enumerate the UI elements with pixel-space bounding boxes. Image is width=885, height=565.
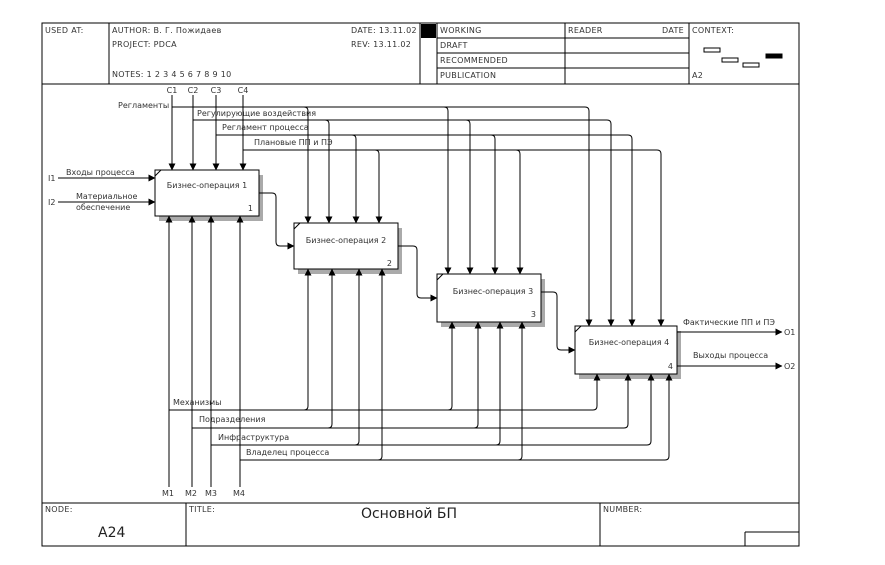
mechanism-m3-label: Инфраструктура	[218, 433, 289, 442]
used-at-label: USED AT:	[45, 26, 84, 35]
rev-field: REV: 13.11.02	[351, 40, 411, 49]
mechanism-m1-label: Механизмы	[173, 398, 222, 407]
mechanism-m4-label: Владелец процесса	[246, 448, 329, 457]
output-arrows	[677, 328, 783, 370]
control-c4-label: Плановые ПП и ПЭ	[254, 138, 333, 147]
mechanism-arrows	[165, 215, 673, 487]
status-working: WORKING	[440, 26, 482, 35]
date-field: DATE: 13.11.02	[351, 26, 417, 35]
activity-box-2-title: Бизнес-операция 2	[306, 236, 387, 245]
control-c3-code: C3	[211, 86, 222, 95]
control-arrows	[168, 95, 665, 327]
context-map-icon	[703, 47, 783, 68]
output-o1-code: O1	[784, 328, 795, 337]
input-arrows	[58, 174, 576, 354]
mechanism-m4-code: M4	[233, 489, 245, 498]
notes-field: NOTES: 1 2 3 4 5 6 7 8 9 10	[112, 70, 232, 79]
activity-box-1-number: 1	[248, 204, 253, 213]
output-o2-label: Выходы процесса	[693, 351, 768, 360]
control-c1-label: Регламенты	[118, 101, 169, 110]
activity-box-2[interactable]: Бизнес-операция 2 2	[293, 222, 402, 274]
input-i1-label: Входы процесса	[66, 168, 135, 177]
node-value: A24	[98, 525, 125, 541]
activity-box-1-title: Бизнес-операция 1	[167, 181, 248, 190]
control-c1-code: C1	[167, 86, 178, 95]
footer-frame	[41, 502, 800, 547]
node-label: NODE:	[45, 505, 73, 514]
number-label: NUMBER:	[603, 505, 642, 514]
activity-box-2-number: 2	[387, 259, 392, 268]
activity-box-4-title: Бизнес-операция 4	[589, 338, 670, 347]
mechanism-m2-code: M2	[185, 489, 197, 498]
reader-label: READER	[568, 26, 603, 35]
activity-box-4[interactable]: Бизнес-операция 4 4	[574, 325, 681, 379]
input-i2-code: I2	[48, 198, 55, 207]
author-field: AUTHOR: В. Г. Пожидаев	[112, 26, 222, 35]
context-node: A2	[692, 71, 703, 80]
diagram-frame	[41, 83, 800, 504]
diagram-title: Основной БП	[361, 506, 457, 522]
title-label: TITLE:	[188, 505, 215, 514]
input-i2-label-line2: обеспечение	[76, 203, 130, 212]
status-recommended: RECOMMENDED	[440, 56, 508, 65]
output-o1-label: Фактические ПП и ПЭ	[683, 318, 775, 327]
control-c4-code: C4	[238, 86, 249, 95]
input-i2-label-line1: Материальное	[76, 192, 138, 201]
context-label: CONTEXT:	[692, 26, 734, 35]
mechanism-m3-code: M3	[205, 489, 217, 498]
output-o2-code: O2	[784, 362, 795, 371]
activity-box-3-title: Бизнес-операция 3	[453, 287, 534, 296]
control-c2-code: C2	[188, 86, 199, 95]
activity-box-3-number: 3	[531, 310, 536, 319]
reader-date-label: DATE	[662, 26, 684, 35]
status-draft: DRAFT	[440, 41, 468, 50]
activity-box-4-number: 4	[668, 362, 673, 371]
status-publication: PUBLICATION	[440, 71, 496, 80]
activity-box-3[interactable]: Бизнес-операция 3 3	[436, 273, 545, 327]
working-status-marker	[421, 24, 436, 38]
mechanism-m2-label: Подразделения	[199, 415, 266, 424]
mechanism-m1-code: M1	[162, 489, 174, 498]
control-c3-label: Регламент процесса	[222, 123, 309, 132]
input-i1-code: I1	[48, 174, 55, 183]
control-c2-label: Регулирующие воздействия	[197, 109, 316, 118]
project-field: PROJECT: PDCA	[112, 40, 177, 49]
activity-box-1[interactable]: Бизнес-операция 1 1	[154, 169, 263, 221]
